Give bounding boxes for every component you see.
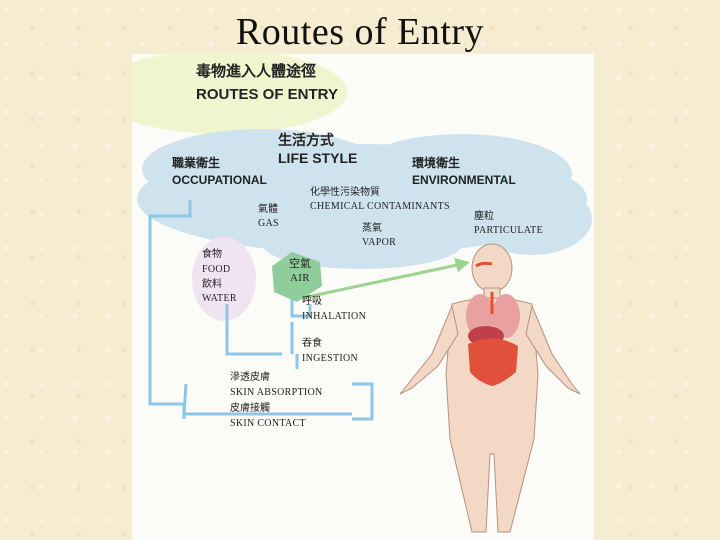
header-en: ROUTES OF ENTRY xyxy=(196,86,338,103)
inhalation-zh: 呼吸 xyxy=(302,296,322,307)
water-en: WATER xyxy=(202,293,237,304)
human-body xyxy=(399,243,581,533)
air-hexagon xyxy=(272,252,322,302)
lifestyle-zh: 生活方式 xyxy=(278,133,334,149)
particulate-zh: 塵粒 xyxy=(474,211,494,222)
lifestyle-en: LIFE STYLE xyxy=(278,150,358,166)
environmental-en: ENVIRONMENTAL xyxy=(412,173,516,187)
chemical-zh: 化學性污染物質 xyxy=(310,187,380,198)
skin-absorption-en: SKIN ABSORPTION xyxy=(230,387,323,398)
occupational-en: OCCUPATIONAL xyxy=(172,173,267,187)
vapor-zh: 蒸氣 xyxy=(362,223,382,234)
vapor-en: VAPOR xyxy=(362,237,397,248)
food-zh: 食物 xyxy=(202,249,222,260)
diagram-artwork xyxy=(132,54,592,533)
nasal-passage xyxy=(475,261,493,268)
occupational-zh: 職業衛生 xyxy=(172,156,221,170)
inhalation-en: INHALATION xyxy=(302,311,367,322)
inhalation-arrow xyxy=(301,258,470,300)
gas-en: GAS xyxy=(258,218,279,229)
particulate-en: PARTICULATE xyxy=(474,225,544,236)
lifestyle-cloud xyxy=(137,129,592,269)
water-zh: 飲料 xyxy=(202,279,222,290)
header-cloud xyxy=(132,54,347,134)
food-water-cloud xyxy=(192,237,256,321)
air-zh: 空氣 xyxy=(289,257,311,270)
ingestion-zh: 吞食 xyxy=(302,338,322,349)
slide-title: Routes of Entry xyxy=(235,11,485,53)
chemical-en: CHEMICAL CONTAMINANTS xyxy=(310,201,450,212)
skin-absorption-zh: 滲透皮膚 xyxy=(230,372,270,383)
skin-contact-en: SKIN CONTACT xyxy=(230,418,306,429)
food-en: FOOD xyxy=(202,264,231,275)
environmental-zh: 環境衛生 xyxy=(412,156,461,170)
diagram-panel: 毒物進入人體途徑 ROUTES OF ENTRY 生活方式 LIFE STYLE… xyxy=(132,54,594,540)
gas-zh: 氣體 xyxy=(258,204,278,215)
ingestion-en: INGESTION xyxy=(302,353,359,364)
flow-lines xyxy=(148,200,374,421)
air-en: AIR xyxy=(290,272,310,284)
skin-contact-zh: 皮膚接觸 xyxy=(230,403,270,414)
header-zh: 毒物進入人體途徑 xyxy=(196,62,317,80)
intestines xyxy=(468,338,518,386)
